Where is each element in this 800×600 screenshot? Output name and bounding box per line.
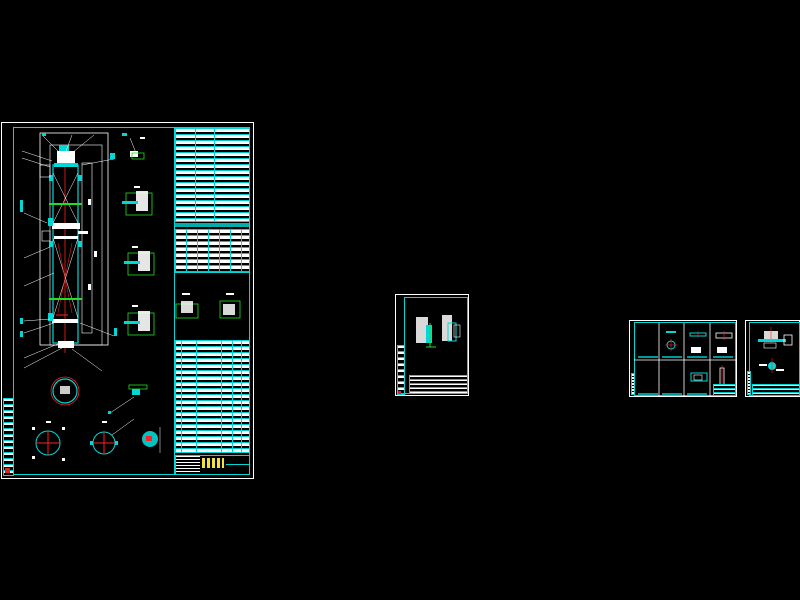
red-marker bbox=[5, 468, 10, 473]
section-views bbox=[32, 376, 161, 461]
technical-specs-table bbox=[175, 128, 250, 222]
revision-strip bbox=[3, 398, 14, 476]
parts-grid bbox=[634, 323, 736, 396]
drawing-name-box bbox=[226, 456, 250, 465]
drawing-sheet-parts-grid[interactable] bbox=[629, 320, 737, 397]
revision-strip bbox=[631, 373, 635, 395]
drawing-sheet-single-part[interactable] bbox=[745, 320, 800, 397]
red-marker bbox=[398, 391, 401, 394]
tables-column bbox=[174, 127, 251, 475]
title-block bbox=[175, 455, 250, 475]
drawing-sheet-detail-2[interactable] bbox=[395, 294, 469, 396]
title-block bbox=[713, 384, 736, 396]
specs-divider bbox=[175, 223, 250, 227]
title-block-grid bbox=[176, 456, 200, 474]
parts-list-table bbox=[175, 340, 250, 453]
column-elevation-view bbox=[20, 132, 127, 372]
revision-strip bbox=[747, 371, 751, 395]
revision-strip bbox=[397, 345, 405, 395]
drawing-sheet-main-assembly[interactable] bbox=[1, 122, 254, 479]
title-block bbox=[752, 384, 800, 396]
part-views bbox=[416, 315, 461, 348]
sheet-frame bbox=[13, 127, 250, 475]
nozzle-table bbox=[175, 229, 250, 273]
part-views bbox=[758, 327, 793, 373]
title-block-mark bbox=[202, 458, 224, 468]
nozzle-detail-views bbox=[108, 137, 241, 414]
sheet-frame bbox=[634, 322, 736, 396]
title-block bbox=[409, 375, 468, 394]
